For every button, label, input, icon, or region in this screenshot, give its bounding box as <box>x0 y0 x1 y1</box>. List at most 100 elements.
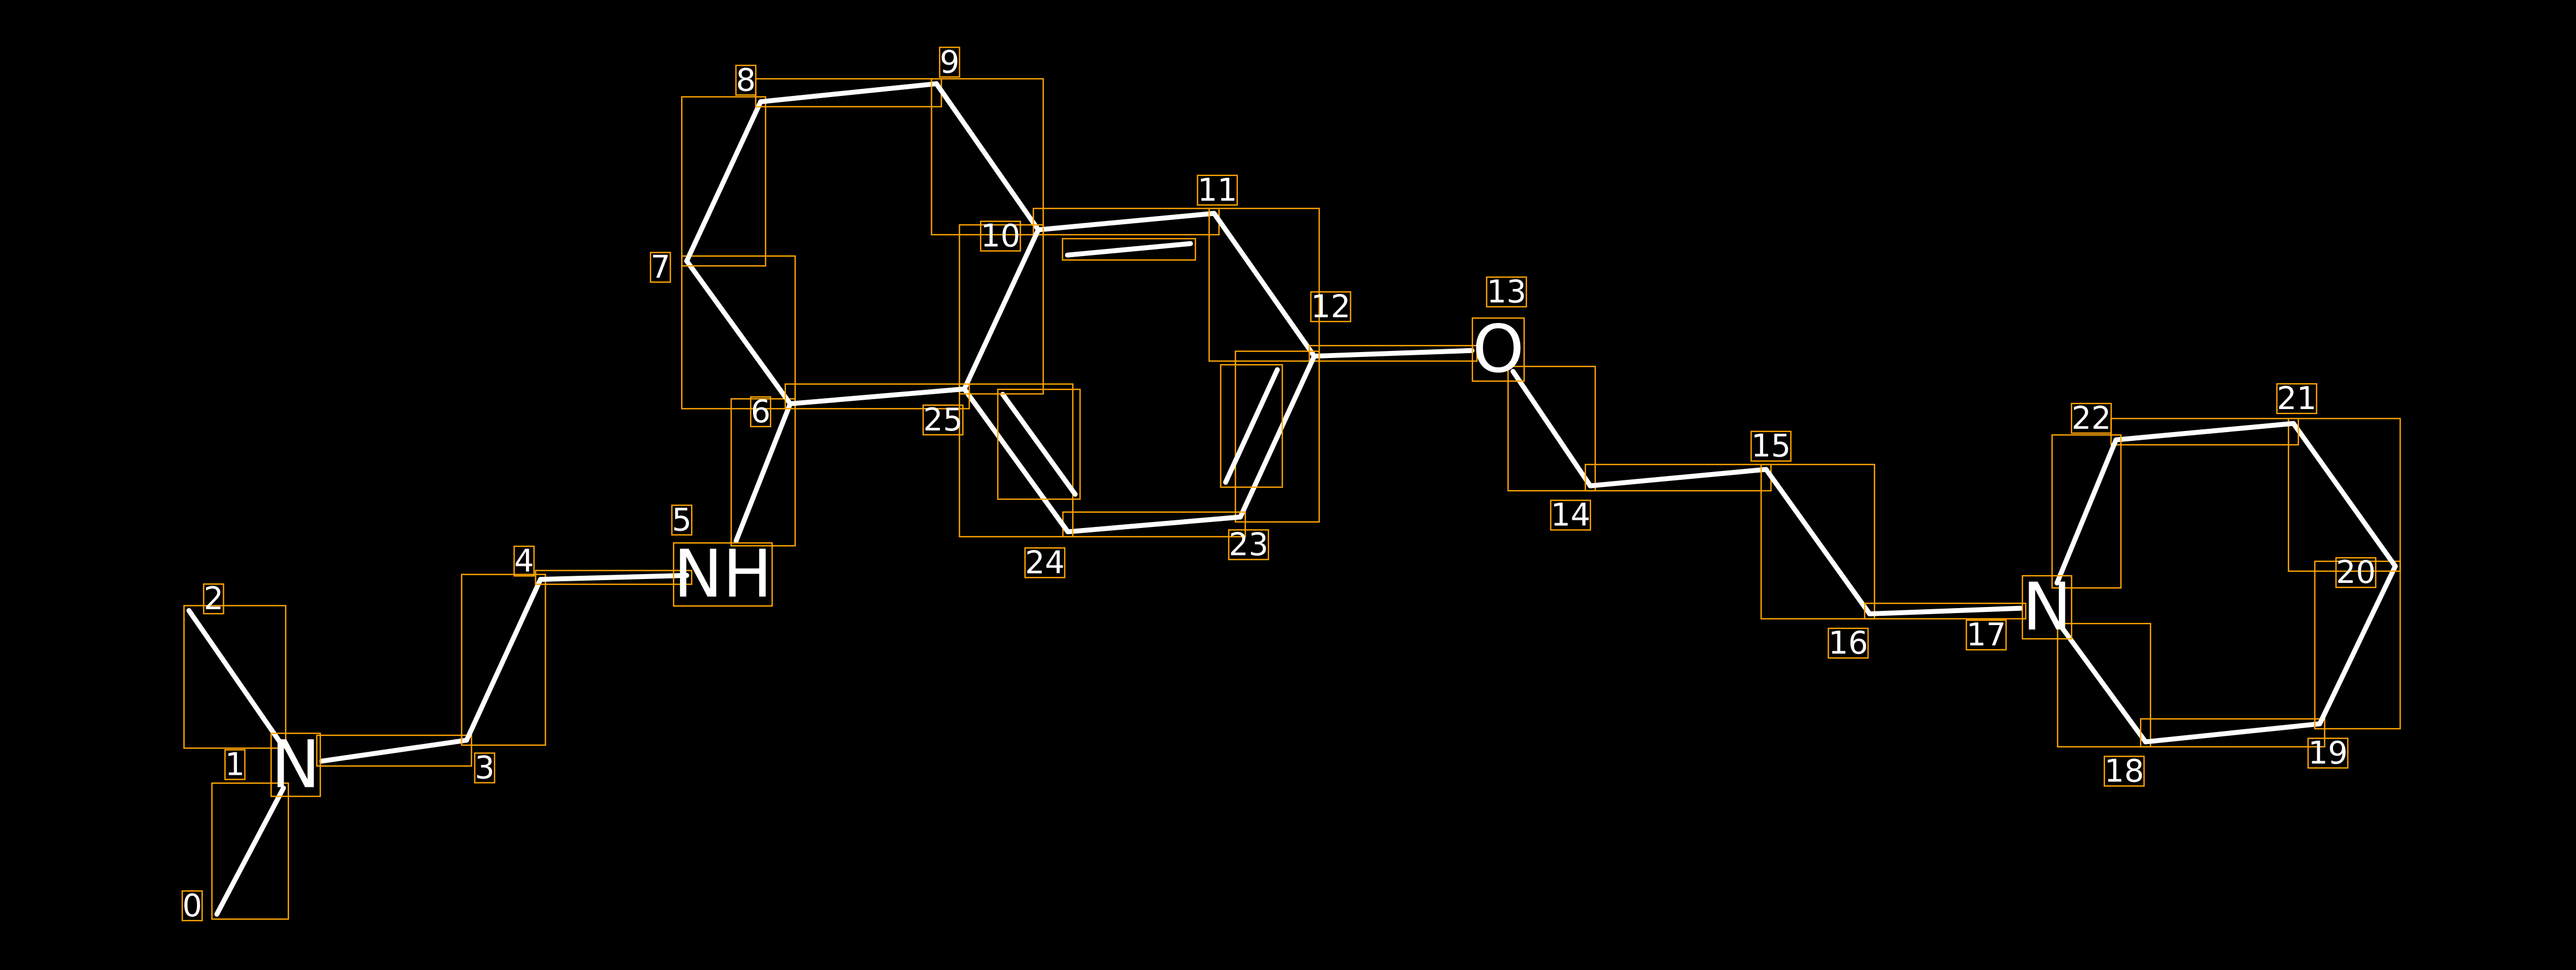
atom-index-bbox <box>980 220 1021 252</box>
bond-line <box>788 386 967 406</box>
bond-bbox <box>959 383 1074 537</box>
atom-index-bbox <box>1310 291 1351 322</box>
atom-index-bbox <box>922 404 964 436</box>
bond-line <box>961 227 1041 392</box>
bond-bbox <box>1309 345 1478 362</box>
atom-index-label: 7 <box>650 249 670 286</box>
atom-index-label: 12 <box>1311 288 1350 325</box>
atom-index-label: 11 <box>1197 172 1237 208</box>
atom-index-bbox <box>2276 383 2318 415</box>
atom-index-bbox <box>474 752 495 784</box>
atom-index-bbox <box>182 890 203 922</box>
bond-line <box>1510 368 1593 489</box>
bond-bbox <box>931 78 1044 236</box>
bond-line <box>1867 605 2024 616</box>
atom-symbol-bbox <box>2022 575 2073 640</box>
atom-symbol-bbox <box>1471 317 1525 382</box>
bond-bbox <box>461 574 546 746</box>
atom-index-label: 20 <box>2336 554 2375 591</box>
bond-line <box>319 738 469 764</box>
bond-bbox <box>211 782 290 920</box>
atom-index-bbox <box>1228 529 1270 560</box>
double-bond-bbox <box>1220 364 1283 488</box>
atom-index-label: 8 <box>736 62 756 98</box>
bond-line <box>2143 721 2323 745</box>
bond-bbox <box>183 605 287 749</box>
bond-line <box>1763 467 1872 616</box>
bond-bbox <box>959 224 1044 395</box>
atom-index-label: 2 <box>203 581 223 617</box>
atom-index-label: 22 <box>2071 400 2111 436</box>
atom-index-bbox <box>513 546 535 577</box>
atom-index-label: 18 <box>2104 753 2144 789</box>
double-bond-line <box>1223 367 1280 485</box>
atom-index-bbox <box>2070 402 2112 434</box>
atom-index-label: 19 <box>2308 735 2347 772</box>
bond-bbox <box>681 255 796 410</box>
atom-index-label: 3 <box>475 750 495 786</box>
atom-index-label: 6 <box>751 394 771 430</box>
atom-index-bbox <box>1550 500 1592 531</box>
double-bond-line <box>1000 392 1078 497</box>
atom-index-bbox <box>939 47 960 78</box>
bond-line <box>758 81 939 105</box>
double-bond-line <box>1065 241 1193 258</box>
bond-line <box>2291 421 2398 569</box>
bond-line <box>464 577 543 743</box>
double-bond-bbox <box>1062 238 1196 261</box>
atom-index-label: 17 <box>1966 617 2006 653</box>
bond-line <box>1035 211 1217 232</box>
atom-index-bbox <box>671 504 693 536</box>
bond-line <box>961 386 1071 535</box>
bond-bbox <box>2314 560 2401 730</box>
atom-index-bbox <box>735 65 757 96</box>
bond-line <box>214 785 286 917</box>
bond-line <box>2113 421 2296 443</box>
bonds-layer <box>183 78 2401 920</box>
bond-bbox <box>681 96 767 267</box>
bond-bbox <box>316 734 472 767</box>
bond-line <box>733 401 793 543</box>
atom-index-label: 15 <box>1751 428 1791 464</box>
bond-bbox <box>1760 463 1876 620</box>
atom-symbol: O <box>1473 311 1524 388</box>
atom-index-bbox <box>2335 557 2376 588</box>
atom-symbol: N <box>2023 569 2072 645</box>
bond-bbox <box>2057 622 2152 748</box>
atom-index-label: 16 <box>1828 625 1868 661</box>
bond-line <box>186 608 284 746</box>
bond-line <box>2054 437 2119 586</box>
atom-index-label: 21 <box>2277 381 2317 417</box>
bond-line <box>684 258 793 406</box>
bond-bbox <box>535 570 693 585</box>
bond-line <box>1211 211 1317 359</box>
atom-index-bbox <box>649 252 671 283</box>
bond-bbox <box>2288 418 2401 572</box>
double-bond-bbox <box>997 388 1081 500</box>
bond-bbox <box>2051 434 2122 589</box>
atom-symbol-bbox <box>672 542 773 607</box>
bond-bbox <box>1864 603 2026 620</box>
atom-index-bbox <box>2307 738 2349 769</box>
atom-index-label: 23 <box>1228 526 1268 563</box>
atom-index-label: 14 <box>1551 497 1590 533</box>
bond-bbox <box>2139 718 2325 748</box>
bond-bbox <box>784 383 970 410</box>
atom-index-bbox <box>224 749 246 780</box>
atom-index-bbox <box>1827 627 1869 659</box>
atom-index-bbox <box>1486 276 1527 308</box>
atom-index-label: 13 <box>1487 274 1526 310</box>
atom-index-bbox <box>1966 619 2007 651</box>
bond-line <box>2317 564 2398 727</box>
atom-index-label: 4 <box>514 543 534 579</box>
bond-bbox <box>731 398 796 547</box>
bond-line <box>1065 514 1243 535</box>
atom-index-bbox <box>203 583 224 615</box>
atom-index-label: 25 <box>923 402 963 438</box>
atom-index-label: 0 <box>182 888 202 924</box>
bond-bbox <box>1235 350 1320 523</box>
bond-bbox <box>1208 207 1320 362</box>
atom-index-label: 10 <box>981 218 1020 254</box>
